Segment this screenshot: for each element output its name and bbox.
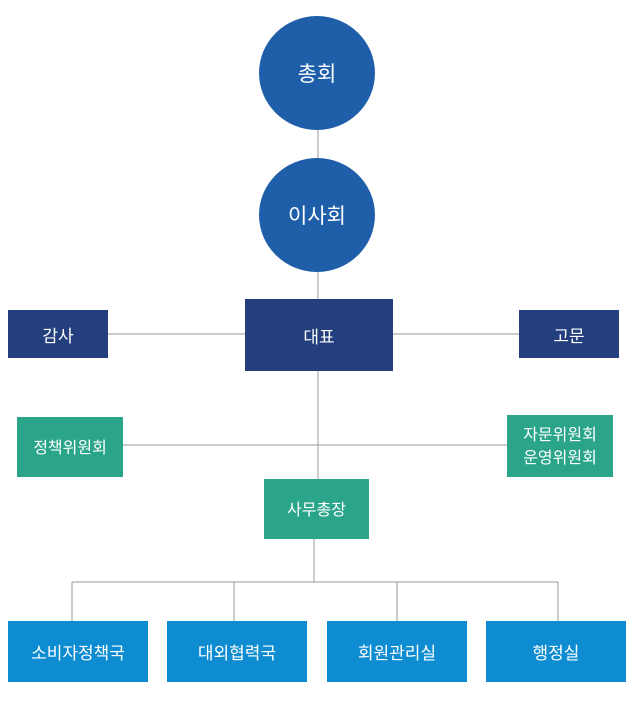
policy-committee-label: 정책위원회 bbox=[33, 437, 107, 457]
secretary-general-label: 사무총장 bbox=[287, 499, 346, 519]
department-member-management: 회원관리실 bbox=[327, 621, 467, 682]
department-label: 소비자정책국 bbox=[31, 644, 125, 664]
advisor-label: 고문 bbox=[553, 326, 585, 347]
representative-node: 대표 bbox=[245, 299, 393, 371]
department-administration: 행정실 bbox=[486, 621, 626, 682]
advisory-steering-committee-node: 자문위원회 운영위원회 bbox=[507, 415, 613, 477]
department-label: 행정실 bbox=[532, 644, 580, 664]
board-node: 이사회 bbox=[259, 158, 375, 272]
department-label: 회원관리실 bbox=[357, 644, 437, 664]
secretary-general-node: 사무총장 bbox=[264, 479, 369, 539]
representative-label: 대표 bbox=[303, 327, 335, 348]
audit-label: 감사 bbox=[42, 326, 74, 347]
audit-node: 감사 bbox=[8, 310, 108, 358]
advisor-node: 고문 bbox=[519, 310, 619, 358]
advisory-committee-label: 자문위원회 bbox=[523, 425, 597, 444]
policy-committee-node: 정책위원회 bbox=[17, 417, 123, 477]
department-consumer-policy: 소비자정책국 bbox=[8, 621, 148, 682]
general-assembly-label: 총회 bbox=[297, 62, 337, 86]
department-label: 대외협력국 bbox=[197, 644, 277, 664]
steering-committee-label: 운영위원회 bbox=[523, 448, 597, 467]
department-external-relations: 대외협력국 bbox=[167, 621, 307, 682]
general-assembly-node: 총회 bbox=[259, 16, 375, 130]
board-label: 이사회 bbox=[288, 204, 346, 228]
